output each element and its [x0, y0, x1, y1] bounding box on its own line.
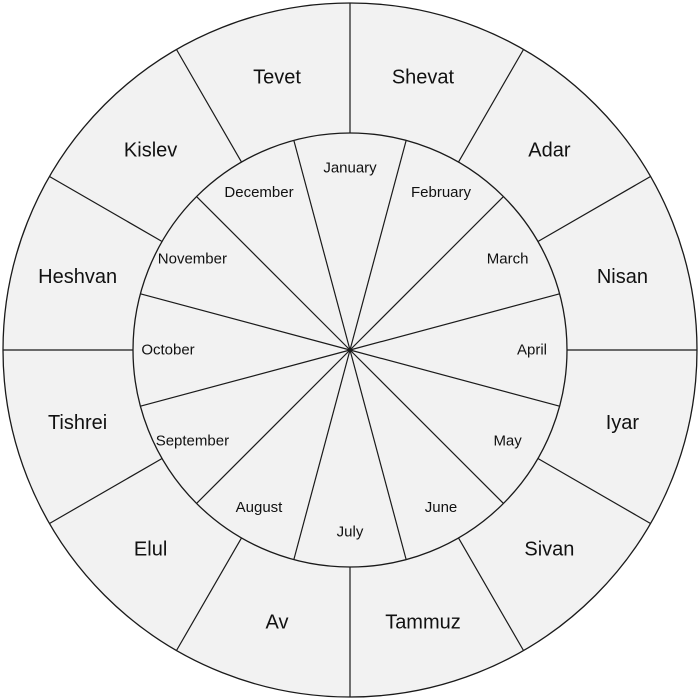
- outer-divider-line: [457, 537, 525, 651]
- gregorian-month-label: April: [517, 342, 547, 359]
- outer-divider-line: [49, 175, 163, 243]
- hebrew-month-label: Iyar: [606, 412, 640, 434]
- gregorian-month-label: July: [337, 524, 364, 541]
- outer-divider-line: [537, 175, 651, 243]
- gregorian-month-label: November: [158, 251, 227, 268]
- hebrew-month-label: Elul: [134, 538, 167, 560]
- inner-divider-line: [349, 349, 504, 504]
- hebrew-month-label: Adar: [528, 140, 571, 162]
- inner-divider-line: [349, 140, 407, 351]
- outer-divider-line: [49, 457, 163, 525]
- gregorian-month-label: August: [236, 499, 284, 516]
- gregorian-month-label: October: [141, 342, 194, 359]
- hebrew-month-label: Tammuz: [385, 611, 461, 633]
- hebrew-month-label: Shevat: [392, 67, 455, 89]
- gregorian-month-label: January: [323, 160, 377, 177]
- inner-divider-line: [140, 349, 351, 407]
- outer-divider-line: [175, 537, 243, 651]
- inner-divider-line: [349, 349, 407, 560]
- inner-divider-line: [293, 140, 351, 351]
- inner-divider-line: [293, 349, 351, 560]
- outer-divider-line: [537, 457, 651, 525]
- gregorian-month-label: March: [487, 251, 529, 268]
- hebrew-month-label: Tishrei: [48, 412, 107, 434]
- inner-divider-line: [140, 293, 351, 351]
- hebrew-month-label: Kislev: [124, 140, 177, 162]
- inner-divider-line: [349, 349, 560, 407]
- hebrew-month-label: Av: [266, 611, 289, 633]
- hebrew-month-label: Sivan: [524, 538, 574, 560]
- gregorian-month-label: June: [425, 499, 458, 516]
- inner-divider-line: [196, 196, 351, 351]
- inner-divider-line: [349, 196, 504, 351]
- outer-divider-line: [457, 49, 525, 163]
- gregorian-month-label: September: [156, 433, 229, 450]
- inner-divider-line: [349, 293, 560, 351]
- gregorian-month-label: December: [224, 184, 293, 201]
- hebrew-month-label: Nisan: [597, 266, 648, 288]
- hebrew-month-label: Heshvan: [38, 266, 117, 288]
- outer-divider-line: [175, 49, 243, 163]
- inner-divider-line: [196, 349, 351, 504]
- gregorian-month-label: February: [411, 184, 472, 201]
- hebrew-month-label: Tevet: [253, 67, 301, 89]
- gregorian-month-label: May: [493, 433, 522, 450]
